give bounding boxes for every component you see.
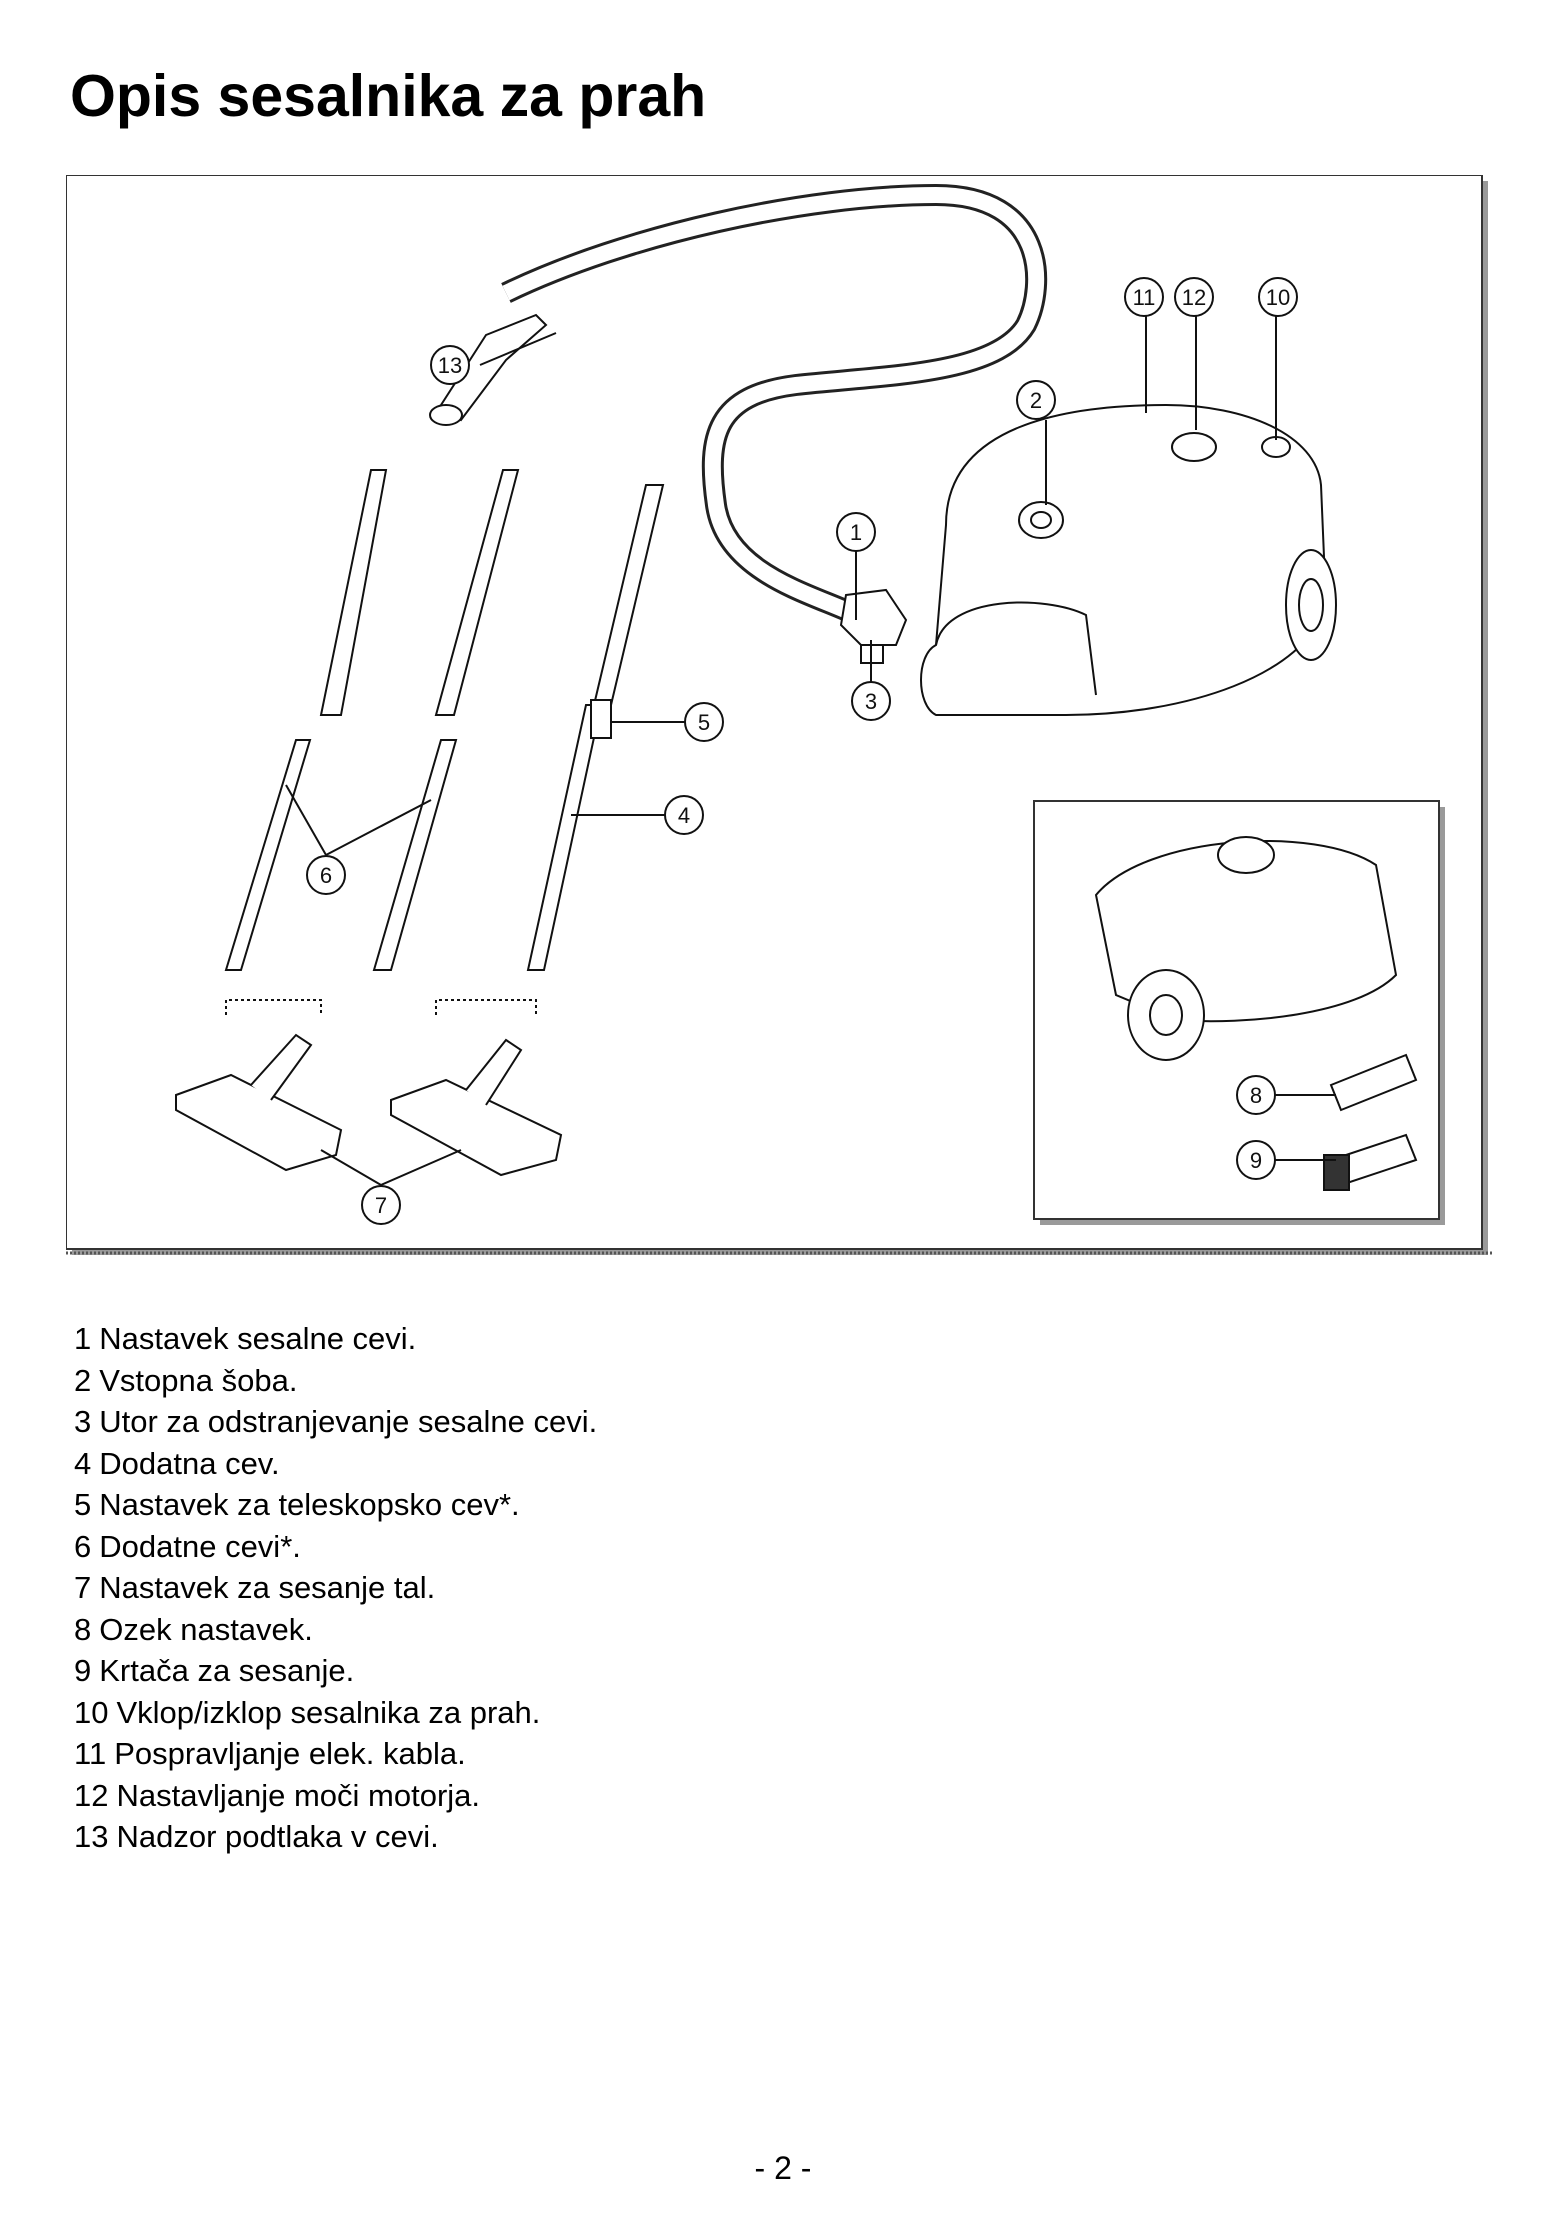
- callout-9-label: 9: [1250, 1148, 1262, 1173]
- vacuum-body-illustration: [920, 403, 1328, 716]
- callout-11-label: 11: [1133, 285, 1156, 310]
- callout-13-label: 13: [438, 353, 462, 378]
- callout-2-label: 2: [1030, 388, 1042, 413]
- callout-8-label: 8: [1250, 1083, 1262, 1108]
- page-title: Opis sesalnika za prah: [70, 63, 707, 129]
- callout-6: [306, 855, 346, 895]
- floor-nozzle-illustration-2: [390, 1078, 563, 1177]
- callout-12: [1174, 277, 1214, 317]
- callout-10: [1258, 277, 1298, 317]
- diagram-canvas: 13 2 11 12 10 1 3 5 4 6 7 8 9: [66, 175, 1492, 1255]
- callout-3-label: 3: [865, 689, 877, 714]
- callout-4-label: 4: [678, 803, 690, 828]
- callout-11: [1124, 277, 1164, 317]
- callout-8: [1236, 1075, 1276, 1115]
- callout-1: [836, 512, 876, 552]
- tube-illustration-2: [434, 469, 520, 716]
- callout-5-label: 5: [698, 710, 710, 735]
- callout-1-label: 1: [850, 520, 862, 545]
- callout-10-label: 10: [1266, 285, 1290, 310]
- callout-9: [1236, 1140, 1276, 1180]
- callout-12-label: 12: [1182, 285, 1206, 310]
- callout-7: [361, 1185, 401, 1225]
- callout-2: [1016, 380, 1056, 420]
- callout-5: [684, 702, 724, 742]
- callout-6-label: 6: [320, 863, 332, 888]
- vacuum-cleaner-diagram: 13 2 11 12 10 1 3 5 4 6 7 8 9: [66, 175, 1492, 1255]
- floor-nozzle-illustration-1: [175, 1073, 343, 1172]
- page-number: - 2 -: [754, 2150, 812, 2186]
- tube-illustration-4: [224, 739, 312, 971]
- callout-13: [430, 345, 470, 385]
- callout-7-label: 7: [375, 1193, 387, 1218]
- tube-illustration-1: [319, 469, 388, 716]
- hose-connector-illustration: [839, 588, 908, 646]
- callout-4: [664, 795, 704, 835]
- crevice-nozzle-illustration: [1329, 1053, 1418, 1112]
- callout-3: [851, 681, 891, 721]
- tube-illustration-5: [372, 739, 458, 971]
